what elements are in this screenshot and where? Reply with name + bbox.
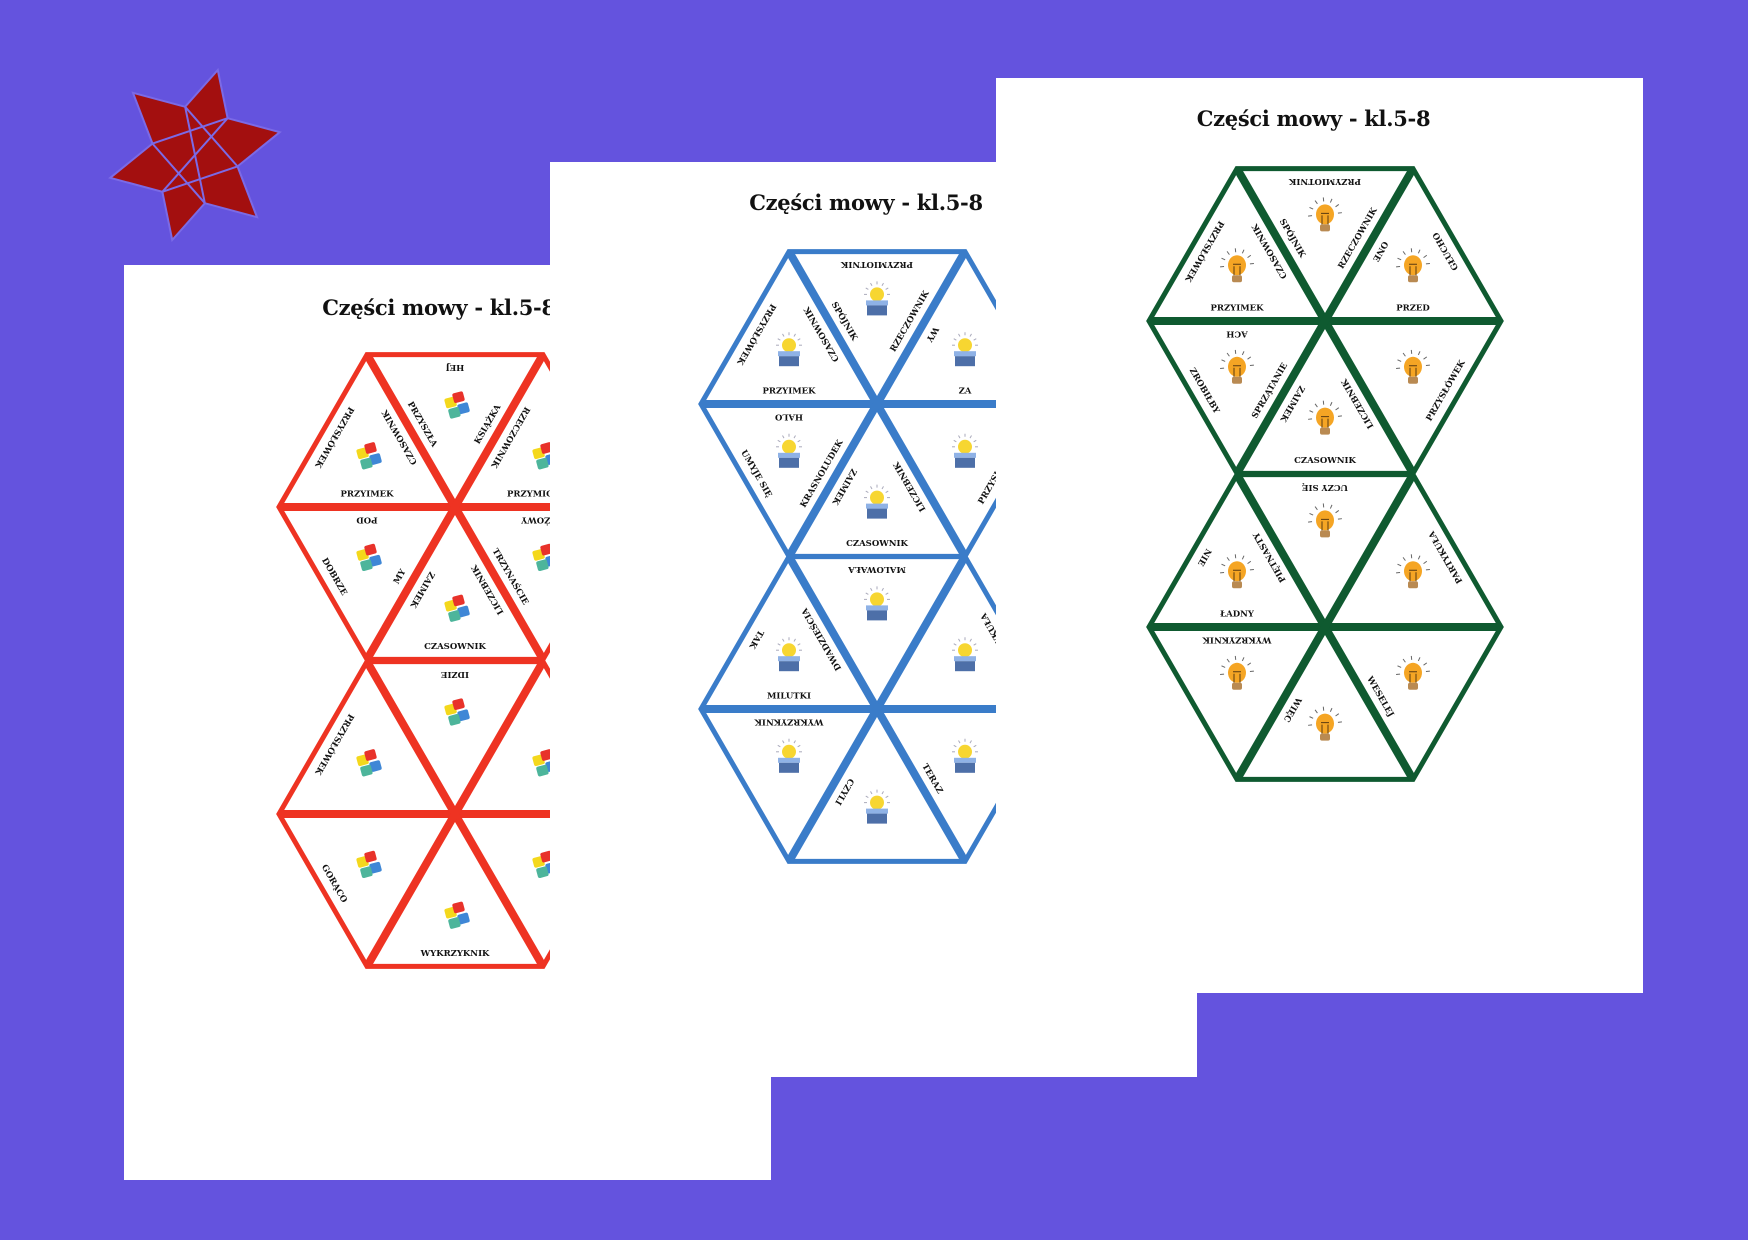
sheet-title: Części mowy - kl.5-8 <box>749 190 983 215</box>
triangle-divider <box>785 554 969 864</box>
lightbulb-icon <box>1396 248 1430 283</box>
puzzle-icon <box>356 442 382 470</box>
sheet-title: Części mowy - kl.5-8 <box>322 295 556 320</box>
lightbulb-box-icon <box>776 637 802 672</box>
lightbulb-box-icon <box>776 332 802 367</box>
triangle-label: CZASOWNIK <box>1294 456 1356 466</box>
lightbulb-box-icon <box>776 738 802 773</box>
puzzle-icon <box>444 698 470 726</box>
puzzle-icon <box>444 594 470 622</box>
triangle-label: ACH <box>1226 329 1248 339</box>
lightbulb-box-icon <box>952 738 978 773</box>
lightbulb-box-icon <box>952 433 978 468</box>
triangle-label: DOBRZE <box>319 556 349 598</box>
sheet-title: Części mowy - kl.5-8 <box>1196 106 1431 131</box>
triangle-divider <box>785 249 969 559</box>
triangle-label: PRZYMIOTNIK <box>840 259 913 269</box>
triangle-label: PRZYIMEK <box>341 490 395 500</box>
triangle-divider <box>363 352 547 662</box>
puzzle-icon <box>356 749 382 777</box>
puzzle-icon <box>532 850 558 879</box>
triangle-label: MILUTKI <box>767 692 811 702</box>
puzzle-icon <box>356 543 382 572</box>
lightbulb-box-icon <box>864 789 890 824</box>
triangle-label: TAK <box>746 628 765 651</box>
lightbulb-icon <box>1220 248 1254 283</box>
lightbulb-icon <box>1396 655 1430 690</box>
triangle-label: GORĄCO <box>319 863 349 905</box>
lightbulb-box-icon <box>864 586 890 621</box>
lightbulb-icon <box>1308 197 1342 232</box>
lightbulb-icon <box>1308 400 1342 435</box>
lightbulb-box-icon <box>864 484 890 519</box>
triangle-label: ZA <box>959 387 972 397</box>
lightbulb-box-icon <box>864 281 890 316</box>
triangle-label: UCZY SIĘ <box>1301 482 1348 492</box>
triangle-label: WYKRZYKNIK <box>754 717 824 727</box>
lightbulb-icon <box>1396 554 1430 589</box>
star-logo <box>108 67 282 243</box>
star-shape <box>108 67 282 243</box>
triangle-label: PRZYIMEK <box>1211 304 1265 314</box>
triangle-label: PRZYMIOTNIK <box>1288 176 1361 186</box>
lightbulb-box-icon <box>952 637 978 672</box>
lightbulb-icon <box>1308 503 1342 538</box>
triangle-divider <box>363 659 547 969</box>
triangle-label: PRZYIMEK <box>763 387 817 397</box>
lightbulb-icon <box>1396 349 1430 384</box>
triangle-label: CZASOWNIK <box>846 539 908 549</box>
triangle-divider <box>1233 472 1417 782</box>
triangle-label: WYKRZYKNIK <box>1202 635 1272 645</box>
triangle-label: WYKRZYKNIK <box>420 949 490 959</box>
triangle-label: HEJ <box>446 362 465 372</box>
triangle-label: CZASOWNIK <box>424 642 486 652</box>
triangle-label: HALO <box>774 412 803 422</box>
lightbulb-icon <box>1308 706 1342 741</box>
triangle-divider <box>1233 166 1417 476</box>
triangle-puzzle-grid: PRZYSŁÓWEKPRZYIMEKCZASOWNIKPRZYMIOTNIKSP… <box>1146 166 1504 782</box>
triangle-label: MY <box>392 567 409 586</box>
triangle-label: MALOWAŁA <box>848 564 906 574</box>
triangle-label: ŁADNY <box>1220 610 1255 620</box>
triangle-label: IDZIE <box>440 669 469 679</box>
puzzle-icon <box>444 391 470 419</box>
puzzle-icon <box>356 850 382 879</box>
lightbulb-icon <box>1220 655 1254 690</box>
lightbulb-icon <box>1220 554 1254 589</box>
triangle-label: POD <box>356 515 378 525</box>
puzzle-icon <box>444 901 470 929</box>
lightbulb-icon <box>1220 349 1254 384</box>
lightbulb-box-icon <box>952 332 978 367</box>
lightbulb-box-icon <box>776 433 802 468</box>
triangle-label: GŁUCHO <box>1431 230 1461 272</box>
triangle-label: PRZYMIOTNIK <box>507 490 580 500</box>
triangle-label: PRZED <box>1396 304 1430 314</box>
triangle-label: NIE <box>1195 547 1213 568</box>
